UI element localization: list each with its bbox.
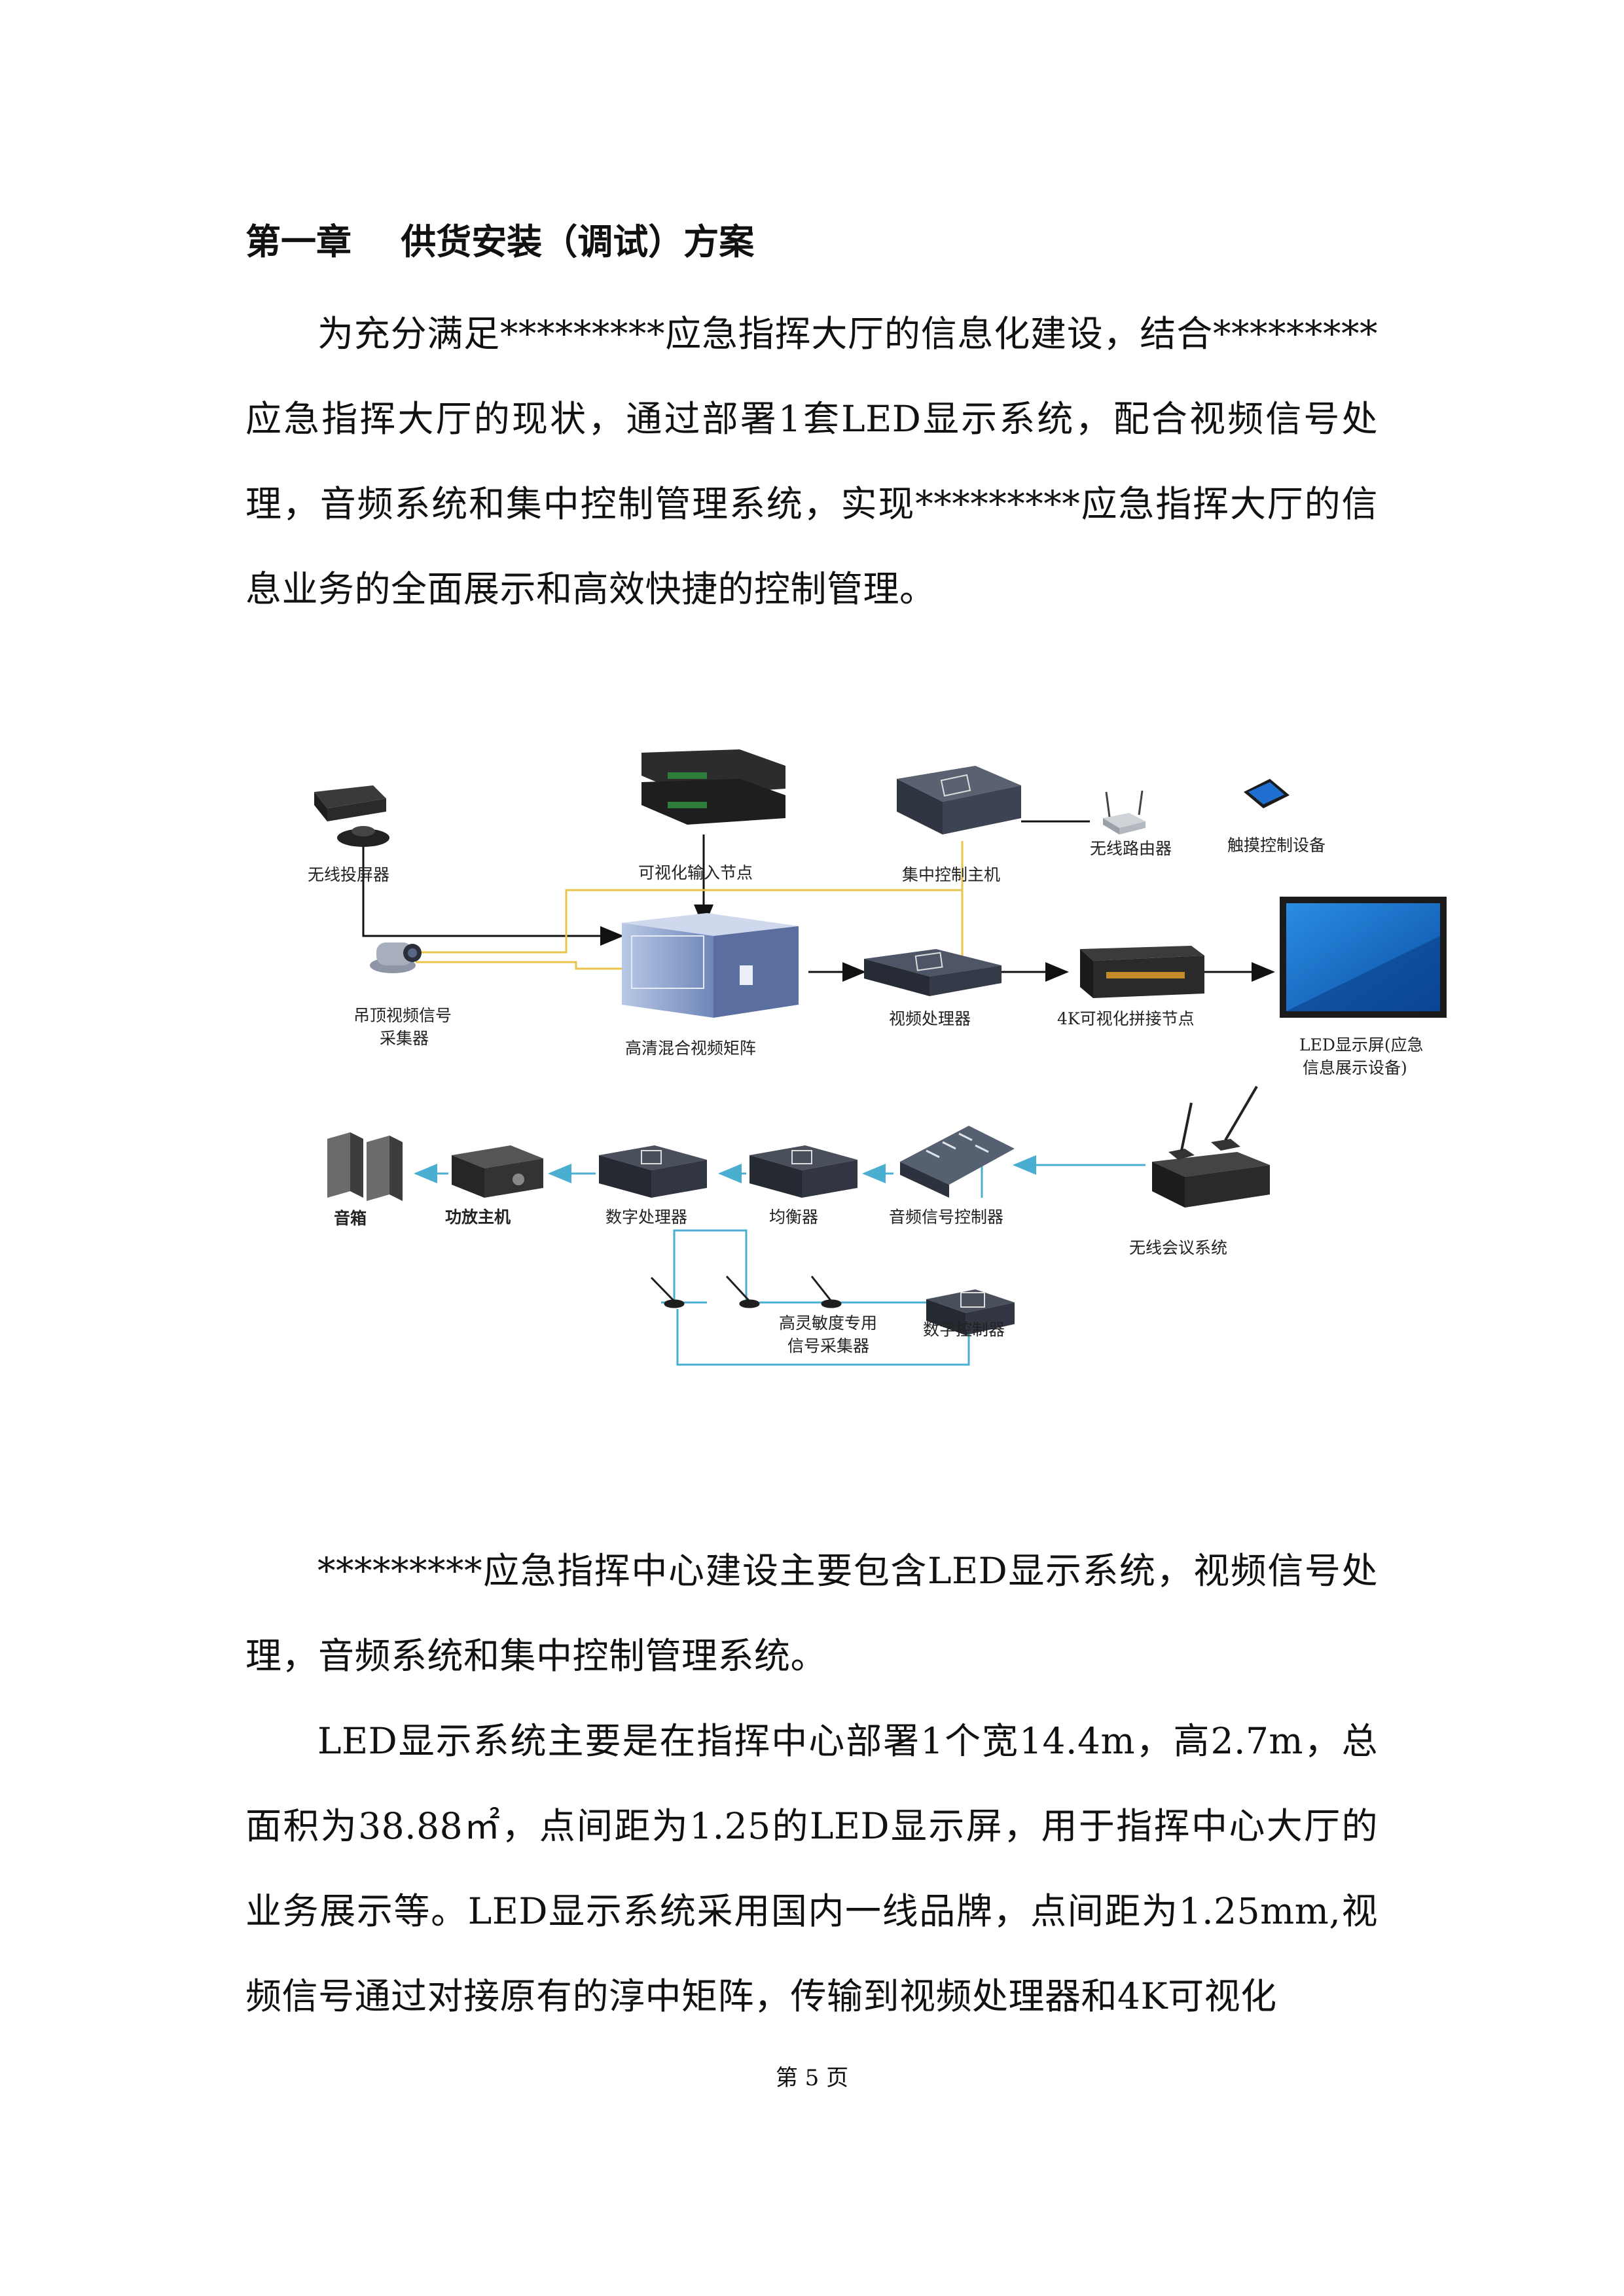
equalizer-icon <box>749 1145 857 1198</box>
label-amplifier: 功放主机 <box>445 1208 511 1227</box>
label-led-screen-2: 信息展示设备) <box>1303 1058 1407 1077</box>
audio-links <box>414 1155 1146 1366</box>
label-audio-controller: 音频信号控制器 <box>889 1208 1003 1227</box>
ceiling-camera-icon <box>370 942 422 973</box>
led-system-paragraph: LED显示系统主要是在指挥中心部署1个宽14.4m，高2.7m，总面积为38.8… <box>245 1720 1378 2017</box>
label-equalizer: 均衡器 <box>769 1208 818 1227</box>
video-links <box>362 820 1275 982</box>
label-mic-collector-1: 高灵敏度专用 <box>779 1314 877 1333</box>
chapter-number: 第一章 <box>245 221 352 262</box>
touch-control-icon <box>1244 779 1290 808</box>
label-hd-matrix: 高清混合视频矩阵 <box>625 1039 756 1058</box>
label-mic-collector-2: 信号采集器 <box>787 1336 869 1355</box>
page-number: 第 5 页 <box>775 2065 849 2091</box>
label-digital-processor: 数字处理器 <box>605 1208 687 1227</box>
chapter-heading: 第一章 供货安装（调试）方案 <box>245 216 1424 268</box>
label-ceiling-camera-2: 采集器 <box>380 1029 429 1048</box>
digital-controller-icon <box>926 1289 1015 1335</box>
wireless-router-icon <box>1103 790 1146 834</box>
label-touch-control: 触摸控制设备 <box>1227 836 1326 855</box>
label-ceiling-camera-1: 吊顶视频信号 <box>353 1006 452 1025</box>
label-led-screen-1: LED显示屏(应急 <box>1299 1035 1424 1054</box>
label-video-processor: 视频处理器 <box>889 1009 971 1028</box>
label-speakers: 音箱 <box>334 1209 367 1228</box>
led-screen-icon <box>1280 897 1447 1018</box>
visual-input-node-icon <box>641 749 785 825</box>
control-links <box>412 841 964 970</box>
scope-paragraph: *********应急指挥中心建设主要包含LED显示系统，视频信号处理，音频系统… <box>245 1550 1378 1677</box>
wireless-projector-icon <box>314 785 389 847</box>
mic-collector-icon <box>650 1275 842 1308</box>
label-visual-input-node: 可视化输入节点 <box>638 863 753 882</box>
label-digital-controller: 数字控制器 <box>923 1320 1005 1339</box>
video-processor-icon <box>864 949 1001 996</box>
chapter-title: 供货安装（调试）方案 <box>401 221 755 262</box>
splice-node-4k-icon <box>1080 946 1204 998</box>
label-wireless-conference: 无线会议系统 <box>1129 1238 1227 1257</box>
system-diagram: 无线投屏器 可视化输入节点 集中控制主机 无线路由器 触摸控制设备 吊顶视频信号… <box>308 749 1447 1366</box>
intro-paragraph: 为充分满足*********应急指挥大厅的信息化建设，结合*********应急… <box>245 313 1378 610</box>
audio-controller-icon <box>900 1126 1015 1198</box>
central-control-host-icon <box>897 766 1021 834</box>
label-wireless-projector: 无线投屏器 <box>308 865 389 884</box>
speakers-icon <box>327 1132 403 1201</box>
label-splice-node-4k: 4K可视化拼接节点 <box>1057 1009 1195 1028</box>
hd-matrix-icon <box>622 913 799 1018</box>
amplifier-icon <box>452 1145 543 1198</box>
wireless-conference-icon <box>1152 1085 1270 1208</box>
label-central-control-host: 集中控制主机 <box>902 865 1000 884</box>
label-wireless-router: 无线路由器 <box>1090 839 1172 858</box>
digital-processor-icon <box>599 1145 707 1198</box>
